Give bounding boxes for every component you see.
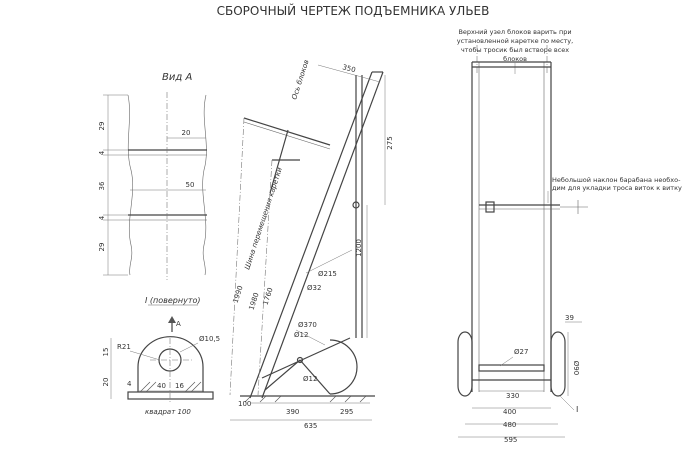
side-view-dim-350-line <box>317 64 381 83</box>
detail-i: I (повернуто) А R21 Ø10,5 15 20 4 40 16 … <box>102 296 220 416</box>
detail-i-label: I (повернуто) <box>145 296 201 305</box>
front-view-note-mid-line-1: Небольшой наклон барабана необхо- <box>552 176 681 184</box>
detail-i-w40: 40 <box>157 382 166 390</box>
side-view-pivot <box>296 356 304 364</box>
side-view-dim-295: 295 <box>340 408 353 416</box>
front-view-carriage-base <box>478 364 545 372</box>
side-view-dim-635: 635 <box>304 422 317 430</box>
drawing-title: СБОРОЧНЫЙ ЧЕРТЕЖ ПОДЪЕМНИКА УЛЬЕВ <box>217 3 490 18</box>
detail-i-d105: Ø10,5 <box>199 335 220 343</box>
detail-i-r21-leader <box>129 350 161 361</box>
front-view-note-top-line-1: Верхний узел блоков варить при <box>458 28 571 36</box>
view-a: Вид А 29 4 36 4 29 20 50 <box>98 72 207 280</box>
side-view-axis-1 <box>229 117 245 396</box>
side-view-note-top: Ось блоков <box>290 59 310 101</box>
front-view-drum-hub <box>485 201 495 213</box>
side-view-dim-1980: 1980 <box>248 292 261 311</box>
detail-i-w4: 4 <box>127 380 132 388</box>
detail-i-hatching <box>139 381 202 393</box>
detail-i-w16: 16 <box>175 382 184 390</box>
front-view-dim-595: 595 <box>504 436 517 444</box>
side-view-wheel <box>329 339 358 395</box>
side-view-dim-100: 100 <box>238 400 251 408</box>
side-view-dim-275: 275 <box>386 136 394 149</box>
detail-i-arrowhead <box>168 316 176 323</box>
side-view-dim-390: 390 <box>286 408 299 416</box>
front-view-d27-leader <box>499 356 514 367</box>
side-view-d215-leader <box>305 249 353 274</box>
front-view-roman-i: I <box>576 405 578 414</box>
side-view: 350 275 1200 1990 1980 1760 Ось блоков Ш… <box>229 59 394 430</box>
detail-i-r21: R21 <box>117 343 131 351</box>
side-view-note-mid: Шина перемещения каретки <box>243 166 284 271</box>
front-view-wheel-left <box>457 331 473 397</box>
front-view-note-top-line-3: чтобы тросик был встворе всех <box>461 46 569 54</box>
side-view-dim-1200: 1200 <box>355 239 363 257</box>
front-view-d27: Ø27 <box>514 348 528 356</box>
view-a-dim-36: 36 <box>98 181 106 190</box>
side-view-carriage-arm <box>269 129 289 194</box>
side-view-d370: Ø370 <box>298 321 317 329</box>
front-view-dim-480: 480 <box>503 421 516 429</box>
side-view-drum-axle <box>352 201 360 209</box>
view-a-dim-4-top: 4 <box>98 150 106 155</box>
view-a-left-edge <box>127 94 134 276</box>
front-view-dim-400: 400 <box>503 408 516 416</box>
front-view-d90: Ø90 <box>572 361 580 375</box>
front-view-dim-39: 39 <box>565 314 574 322</box>
view-a-dim-29-top: 29 <box>98 122 106 131</box>
front-view-dim-330: 330 <box>506 392 519 400</box>
side-view-mast-rail-left <box>249 71 373 399</box>
view-a-right-edge <box>202 94 207 276</box>
detail-i-arrow-label: А <box>176 320 181 328</box>
side-view-mast-rail-right <box>261 71 384 399</box>
front-view: Верхний узел блоков варить при установле… <box>457 28 682 444</box>
detail-i-base-plate <box>127 391 214 400</box>
side-view-d12: Ø12 <box>294 331 308 339</box>
front-view-note-mid-line-2: дим для укладки троса виток к витку <box>552 184 682 192</box>
side-view-dim-1760: 1760 <box>262 287 275 306</box>
detail-i-d105-leader <box>179 342 199 353</box>
front-view-wheel-right <box>550 331 566 397</box>
side-view-d32: Ø32 <box>307 284 321 292</box>
side-view-d12b: Ø12 <box>303 375 317 383</box>
side-view-brace-3 <box>299 359 331 395</box>
detail-i-h15: 15 <box>102 348 110 357</box>
side-view-brace-1 <box>261 337 351 379</box>
side-view-ground-hatching <box>244 395 367 403</box>
front-view-note-top: Верхний узел блоков варить при установле… <box>457 28 573 63</box>
side-view-dim-350: 350 <box>341 63 356 74</box>
view-a-label: Вид А <box>162 72 192 83</box>
detail-i-square: квадрат 100 <box>145 408 191 416</box>
front-view-note-top-line-4: блоков <box>503 55 527 63</box>
detail-i-h20: 20 <box>102 378 110 387</box>
side-view-brace-2 <box>264 359 301 391</box>
side-view-dim-1990: 1990 <box>232 285 245 304</box>
side-view-d370-leader <box>295 329 326 346</box>
front-view-roman-i-leader <box>559 395 575 411</box>
side-view-d215: Ø215 <box>318 270 337 278</box>
view-a-dim-50: 50 <box>186 181 195 189</box>
view-a-dim-29-bottom: 29 <box>98 243 106 252</box>
view-a-dim-4-bottom: 4 <box>98 215 106 220</box>
front-view-note-top-line-2: установленной каретке по месту, <box>457 37 573 45</box>
view-a-dim-20: 20 <box>182 129 191 137</box>
detail-i-lug <box>137 336 204 392</box>
